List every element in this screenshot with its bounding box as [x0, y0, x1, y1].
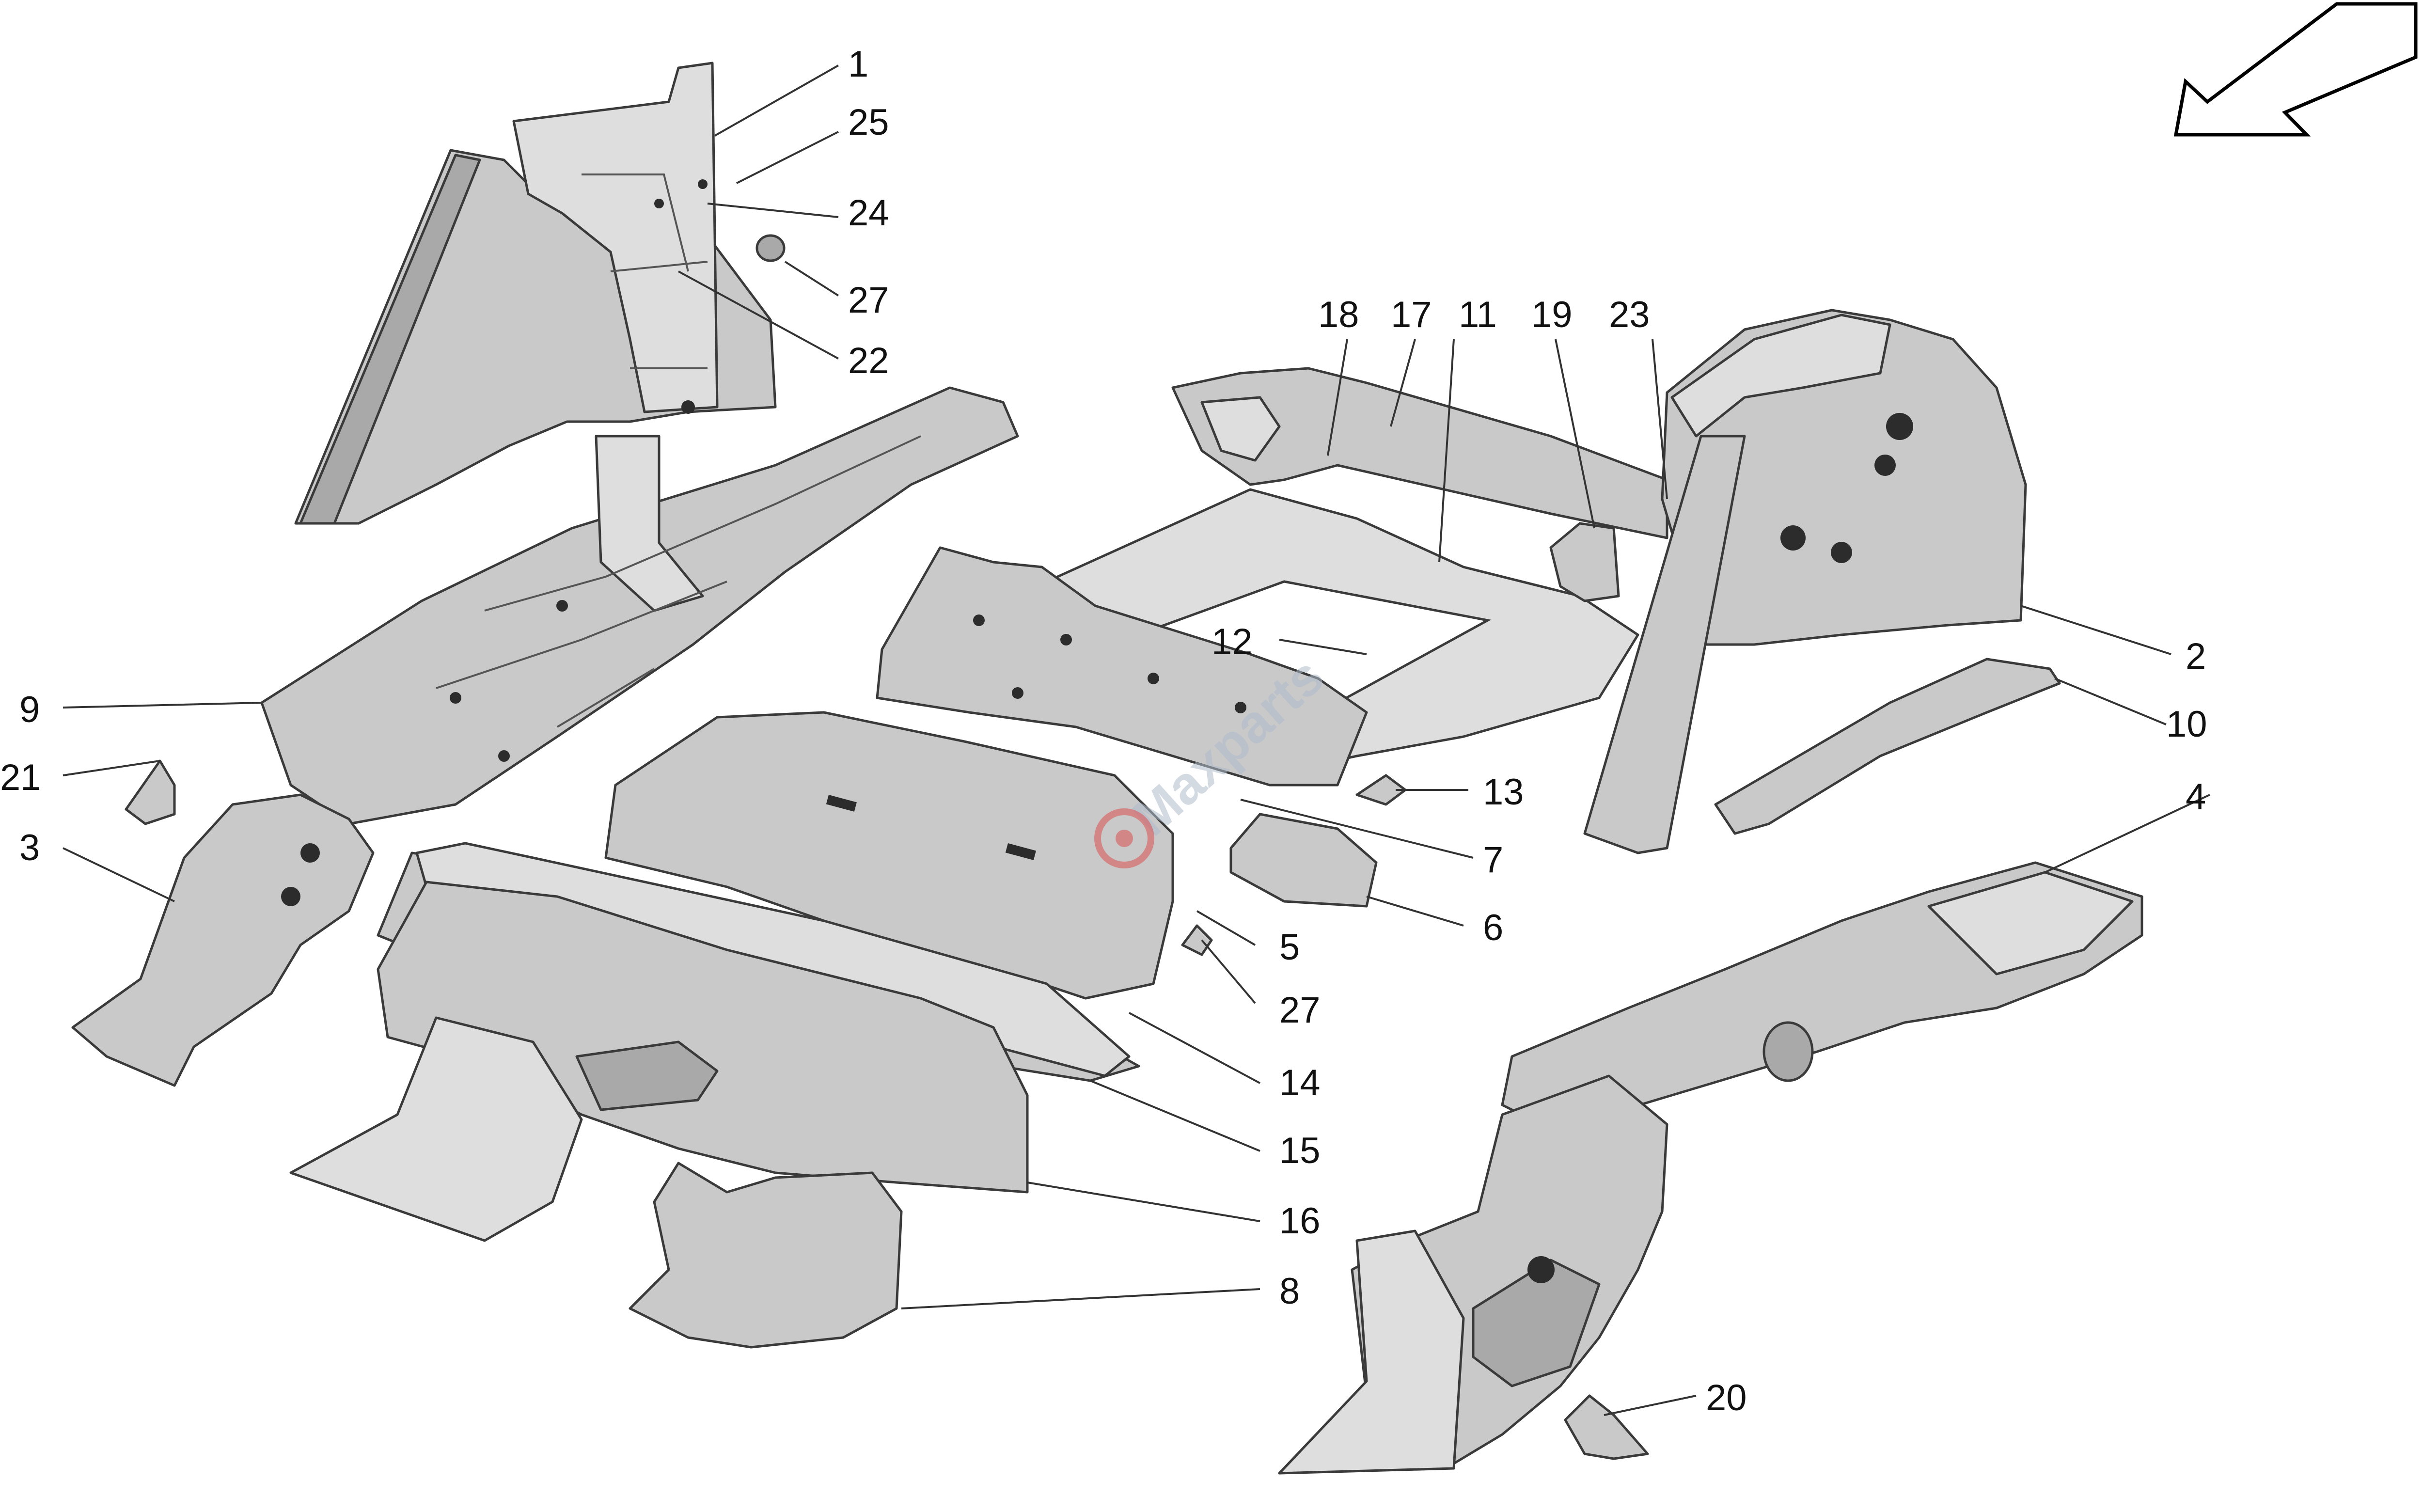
- callout-12: 12: [1212, 621, 1253, 662]
- part-floor-plate-5: [604, 711, 1174, 1000]
- callout-1: 1: [848, 44, 868, 85]
- part-lower-floor-8: [629, 1162, 903, 1349]
- direction-arrow-icon: [2173, 2, 2418, 137]
- callout-22: 22: [848, 340, 889, 381]
- callout-18: 18: [1318, 294, 1359, 335]
- leader-lines: [63, 64, 2210, 1416]
- callout-6: 6: [1483, 907, 1503, 948]
- callout-14: 14: [1279, 1062, 1321, 1103]
- callout-21: 21: [0, 757, 41, 798]
- callout-27-lower: 27: [1279, 990, 1321, 1031]
- part-bracket-20: [1564, 1394, 1649, 1460]
- callout-20: 20: [1706, 1377, 1747, 1418]
- callout-25: 25: [848, 102, 889, 143]
- part-wheelhouse-left: [71, 793, 375, 1087]
- part-rear-rail-right: [1501, 861, 2143, 1131]
- part-wheelhouse-right: [1278, 1074, 1668, 1475]
- callout-4: 4: [2186, 776, 2206, 818]
- part-rear-crossmember: [1171, 367, 1668, 539]
- part-clip-27: [1181, 924, 1213, 956]
- callout-23: 23: [1609, 294, 1650, 335]
- callout-16: 16: [1279, 1200, 1321, 1242]
- callout-13: 13: [1483, 772, 1524, 813]
- part-floor-plate-6: [1229, 813, 1378, 908]
- callout-9: 9: [19, 689, 40, 730]
- part-rear-pillar-right: [1661, 309, 2027, 646]
- part-lower-floor-16: [289, 881, 1029, 1242]
- part-center-floor-upper: [876, 546, 1368, 787]
- callout-15: 15: [1279, 1130, 1321, 1171]
- callout-19: 19: [1531, 294, 1573, 335]
- part-rear-floor-side-left: [260, 386, 1019, 825]
- callout-10: 10: [2166, 704, 2207, 745]
- watermark-gear-icon: [1094, 808, 1154, 868]
- callout-7: 7: [1483, 839, 1503, 881]
- callout-labels: 1 25 24 27 22 18 17 11 19 23 2 10 4 12 1…: [0, 44, 2207, 1418]
- callout-11: 11: [1459, 294, 1497, 335]
- callout-24: 24: [848, 192, 889, 234]
- callout-27: 27: [848, 280, 889, 321]
- part-sill-right: [1714, 658, 2061, 835]
- callout-5: 5: [1279, 927, 1300, 968]
- callout-2: 2: [2186, 636, 2206, 677]
- callout-17: 17: [1391, 294, 1432, 335]
- callout-8: 8: [1279, 1271, 1300, 1312]
- part-rear-pillar-left: [294, 62, 786, 525]
- callout-3: 3: [19, 827, 40, 868]
- part-bracket-19: [1549, 522, 1620, 602]
- part-pillar-23: [1583, 435, 1746, 854]
- part-bracket-21: [125, 759, 176, 825]
